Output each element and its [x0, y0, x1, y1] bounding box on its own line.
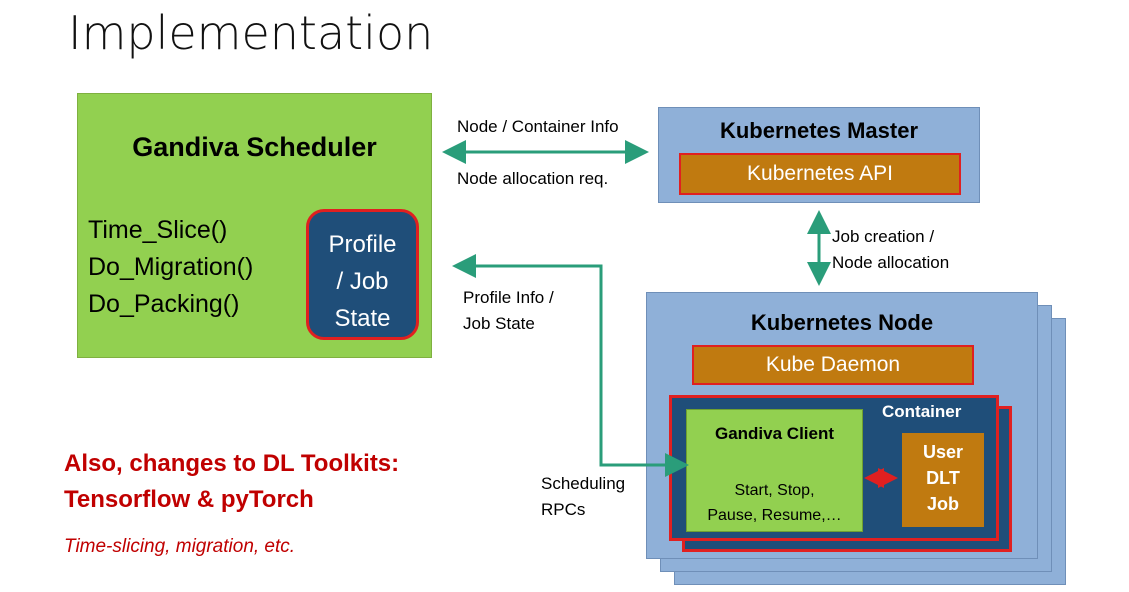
job-line-3: Job [926, 494, 959, 514]
function-do-migration: Do_Migration() [88, 253, 254, 281]
gandiva-scheduler-box: Gandiva Scheduler Time_Slice() Do_Migrat… [77, 93, 432, 358]
kube-daemon-box: Kube Daemon [692, 345, 974, 385]
label-node-container-info: Node / Container Info [457, 117, 619, 136]
label-job-creation-line-1: Job creation / [832, 227, 935, 246]
client-ops-line-1: Start, Stop, [734, 482, 815, 499]
job-line-1: User [922, 442, 964, 462]
profile-line-3: State [334, 305, 391, 332]
label-job-creation-line-2: Node allocation [832, 253, 950, 272]
label-profile-info-line-1: Profile Info / [463, 288, 554, 307]
scheduler-functions: Time_Slice() Do_Migration() Do_Packing() [88, 212, 253, 323]
gandiva-client-box: Gandiva Client Start, Stop, Pause, Resum… [686, 409, 863, 532]
function-time-slice: Time_Slice() [88, 216, 228, 244]
label-node-allocation-req: Node allocation req. [457, 169, 609, 188]
profile-line-1: Profile [328, 231, 397, 258]
label-scheduling-line-1: Scheduling [541, 474, 626, 493]
node-title: Kubernetes Node [750, 310, 934, 335]
page-title: Implementation [68, 6, 434, 60]
client-operations: Start, Stop, Pause, Resume,… [687, 478, 862, 528]
user-dlt-job-box: User DLT Job [902, 433, 984, 527]
label-scheduling-line-2: RPCs [541, 500, 586, 519]
label-scheduling-rpcs: Scheduling RPCs [541, 471, 625, 523]
container-label: Container [882, 402, 962, 421]
label-job-creation: Job creation / Node allocation [832, 224, 949, 276]
container-box: Container Gandiva Client Start, Stop, Pa… [669, 395, 999, 541]
profile-line-2: / Job [336, 268, 389, 295]
kubernetes-api-box: Kubernetes API [679, 153, 961, 195]
function-do-packing: Do_Packing() [88, 290, 240, 318]
toolkit-changes-subtext: Time-slicing, migration, etc. [64, 536, 296, 557]
master-title: Kubernetes Master [719, 118, 919, 143]
kubernetes-master-box: Kubernetes Master Kubernetes API [658, 107, 980, 203]
profile-job-state-box: Profile / Job State [306, 209, 419, 340]
headline-line-2: Tensorflow & pyTorch [64, 486, 314, 513]
arrow-client-scheduler [452, 254, 689, 477]
toolkit-changes-headline: Also, changes to DL Toolkits: Tensorflow… [64, 446, 399, 518]
client-ops-line-2: Pause, Resume,… [707, 507, 842, 524]
scheduler-title: Gandiva Scheduler [132, 132, 377, 162]
headline-line-1: Also, changes to DL Toolkits: [64, 450, 400, 477]
label-profile-info: Profile Info / Job State [463, 285, 554, 337]
label-profile-info-line-2: Job State [463, 314, 535, 333]
client-title: Gandiva Client [714, 424, 835, 443]
job-line-2: DLT [926, 468, 960, 488]
